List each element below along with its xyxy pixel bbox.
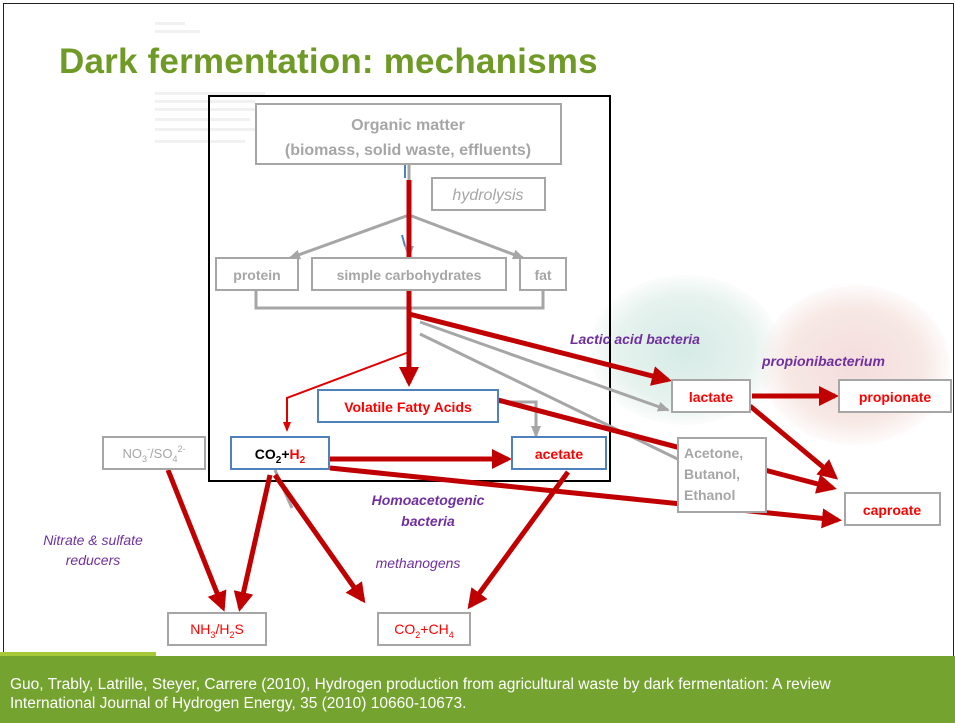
solvents-box: [677, 437, 767, 513]
citation-text: Guo, Trably, Latrille, Steyer, Carrere (…: [10, 675, 955, 713]
co2-ch4-label: CO2+CH4: [394, 621, 453, 640]
acetate-box: [511, 436, 607, 470]
fat-label: fat: [534, 267, 551, 283]
propionate-box: [838, 379, 952, 413]
decorative-line: [155, 22, 185, 25]
nitrate-reducers-label-2: reducers: [66, 552, 120, 568]
nitrate-sulfate-box: [102, 436, 206, 470]
lactate-box: [671, 379, 751, 413]
solvents-line1: Acetone,: [684, 445, 743, 461]
carbohydrates-box: [311, 257, 507, 291]
nitrate-reducers-label-1: Nitrate & sulfate: [43, 532, 143, 548]
vfa-box: [317, 389, 499, 423]
vfa-label: Volatile Fatty Acids: [344, 399, 472, 415]
nitrate-sulfate-label: NO3-/SO42-: [123, 444, 186, 464]
organic-matter-node: Organic matter (biomass, solid waste, ef…: [255, 103, 562, 165]
co2-h2-box: [230, 436, 330, 470]
carbohydrates-label: simple carbohydrates: [337, 267, 482, 283]
protein-label: protein: [233, 267, 280, 283]
co2-h2-label: CO2+H2: [255, 446, 306, 466]
caproate-label: caproate: [863, 502, 922, 518]
process-boundary-box: [208, 95, 611, 482]
decorative-line: [155, 92, 265, 95]
citation-footer: [0, 656, 955, 723]
hydrolysis-label: hydrolysis: [452, 187, 523, 204]
propionate-label: propionate: [859, 389, 932, 405]
bacteria-image: [760, 285, 950, 445]
solvents-line3: Ethanol: [684, 487, 735, 503]
nh3-h2s-box: [167, 612, 267, 646]
slide-title: Dark fermentation: mechanisms: [59, 42, 598, 81]
caproate-box: [844, 492, 941, 526]
red-thin-arrow: [283, 351, 410, 432]
citation-line-1: Guo, Trably, Latrille, Steyer, Carrere (…: [10, 676, 831, 693]
decorative-line: [155, 108, 260, 111]
homoacetogenic-label-2: bacteria: [401, 513, 455, 529]
decorative-line: [155, 30, 200, 33]
organic-matter-line1: Organic matter: [351, 117, 465, 134]
decorative-line: [155, 100, 255, 103]
propionibacterium-label: propionibacterium: [761, 353, 885, 369]
lactic-acid-bacteria-label: Lactic acid bacteria: [570, 331, 700, 347]
protein-box: [215, 257, 299, 291]
fat-box: [519, 257, 567, 291]
footer-accent-bar: [0, 652, 156, 656]
homoacetogenic-label-1: Homoacetogenic: [372, 492, 485, 508]
decorative-line: [155, 140, 245, 143]
acetate-label: acetate: [535, 446, 583, 462]
nh3-h2s-label: NH3/H2S: [190, 621, 244, 640]
organic-matter-line2: (biomass, solid waste, effluents): [285, 142, 531, 159]
co2-ch4-box: [377, 612, 471, 646]
citation-line-2: International Journal of Hydrogen Energy…: [10, 695, 467, 712]
solvents-line2: Butanol,: [684, 466, 740, 482]
decorative-line: [155, 128, 255, 131]
hydrolysis-box: [431, 177, 546, 211]
blue-tick: [401, 234, 406, 247]
decorative-line: [155, 118, 250, 121]
lactate-label: lactate: [689, 389, 734, 405]
methanogens-label: methanogens: [376, 555, 461, 571]
